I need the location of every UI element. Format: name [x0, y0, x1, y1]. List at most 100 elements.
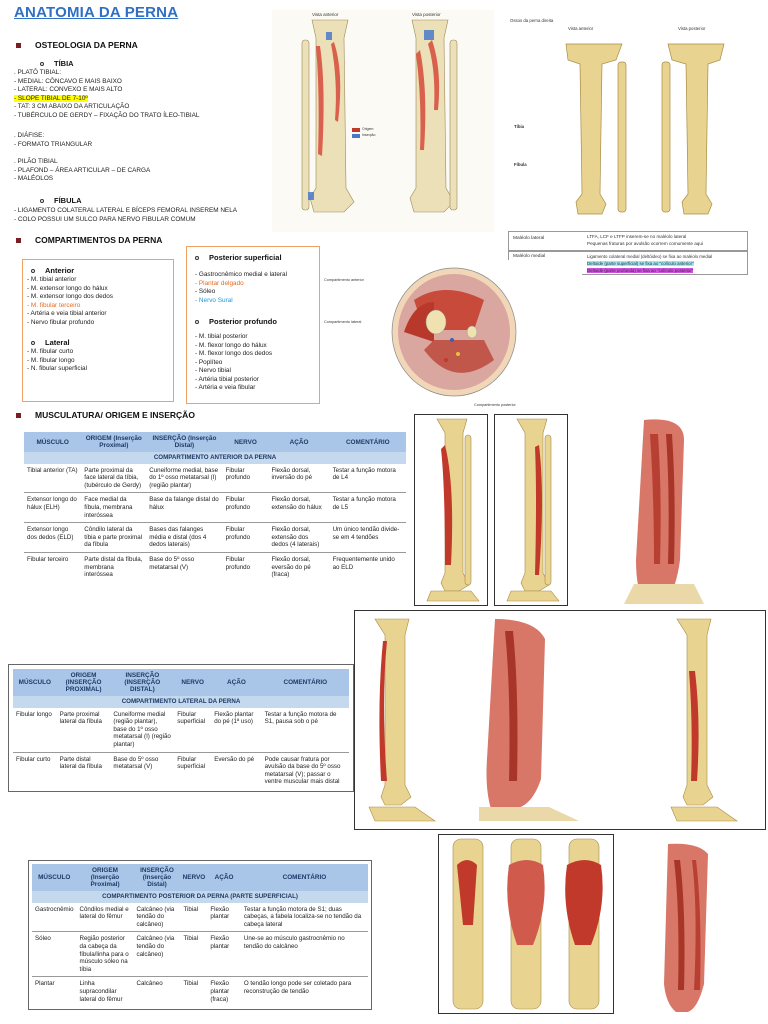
table-row: Fibular longo Parte proximal lateral da …	[13, 707, 349, 753]
post-deep-label: Posterior profundo	[209, 317, 277, 326]
bones-figure: Ossos da perna direita Vista anterior Vi…	[508, 14, 758, 232]
table-row: Fibular curto Parte distal lateral da fí…	[13, 752, 349, 789]
anterior-item: - M. fibular terceiro	[27, 301, 81, 309]
tibia-label: TÍBIA	[54, 59, 74, 68]
plato-item: - MEDIAL: CÔNCAVO E MAIS BAIXO	[14, 77, 122, 85]
bones-illustration	[565, 43, 725, 215]
fibula-label: FÍBULA	[54, 196, 82, 205]
plato-item: - TAT: 3 CM ABAIXO DA ARTICULAÇÃO	[14, 103, 130, 110]
table-band: COMPARTIMENTO ANTERIOR DA PERNA	[24, 452, 406, 464]
anterior-lateral-box: Anterior - M. tibial anterior - M. exten…	[22, 259, 174, 402]
cell: Tibial	[183, 980, 199, 988]
post-sup-list: - Gastrocnêmico medial e lateral - Plant…	[195, 271, 287, 305]
col-header: INSERÇÃO (Inserção Distal)	[133, 864, 181, 891]
lateral-table: MÚSCULO ORIGEM (INSERÇÃO PROXIMAL) INSER…	[13, 669, 349, 789]
cell: Fibular profundo	[225, 555, 251, 571]
anterior-muscle-figure-2	[494, 414, 568, 606]
table-row: Plantar Linha supracondilar lateral do f…	[32, 977, 368, 1006]
cell: Cuneiforme medial (região plantar), base…	[110, 707, 175, 753]
post-deep-label-row: Posterior profundo	[195, 317, 277, 326]
cell: Côndilo lateral da tíbia e parte proxima…	[81, 522, 147, 553]
bones-left-label: Vista anterior	[568, 26, 594, 31]
bone-attachment-figure: Vista anterior Vista posterior Origem In…	[272, 10, 494, 232]
cell: Tibial	[180, 931, 208, 978]
cell: Extensor longo dos dedos (ELD)	[24, 522, 82, 553]
table-band: COMPARTIMENTO POSTERIOR DA PERNA (PARTE …	[32, 891, 368, 903]
cell: Flexão plantar	[207, 902, 241, 933]
compartments-heading: COMPARTIMENTOS DA PERNA	[35, 235, 163, 245]
anterior-item: - M. tibial anterior	[27, 276, 77, 283]
fibula-item: - COLO POSSUI UM SULCO PARA NERVO FIBULA…	[14, 215, 196, 223]
cell: Flexão plantar	[207, 931, 241, 978]
cell: Côndilos medial e lateral do fêmur	[76, 902, 134, 933]
cell: Linha supracondilar lateral do fêmur	[79, 980, 123, 1003]
tibia-sub: TÍBIA	[40, 59, 74, 68]
fibula-item: - LIGAMENTO COLATERAL LATERAL E BÍCEPS F…	[14, 207, 238, 214]
cell: Parte proximal lateral da fíbula	[56, 707, 111, 753]
bone-fig-left-label: Vista anterior	[312, 12, 339, 17]
cell: O tendão longo pode ser coletado para re…	[243, 980, 352, 995]
lateral-muscle-figures	[354, 610, 766, 830]
post-deep-item: - Nervo tibial	[195, 367, 231, 374]
col-header: ORIGEM (Inserção Proximal)	[76, 864, 134, 891]
post-deep-item: - Poplíteo	[195, 358, 223, 366]
col-header: NERVO	[222, 432, 269, 452]
tibia-note: Deltoide (parte superficial) se fixa ao …	[587, 261, 694, 266]
fibula-notes-title: Maléolo lateral	[513, 236, 545, 241]
anterior-label: Anterior	[45, 266, 75, 275]
cell: Flexão dorsal, extensão dos dedos (4 lat…	[268, 522, 330, 553]
col-header: MÚSCULO	[13, 669, 57, 696]
col-header: AÇÃO	[211, 669, 262, 696]
col-header: AÇÃO	[268, 432, 330, 452]
col-header: AÇÃO	[207, 864, 241, 891]
cell: Bases das falanges média e distal (dos 4…	[146, 522, 223, 553]
anterior-item: - M. extensor longo dos dedos	[27, 293, 113, 300]
cell: Base do 5º osso metatarsal (V)	[113, 755, 159, 771]
post-deep-item: - Artéria tibial posterior	[195, 375, 259, 383]
anterior-muscle-figure-1	[414, 414, 488, 606]
compartments-section: COMPARTIMENTOS DA PERNA	[16, 235, 162, 245]
cross-post-label: Compartimento posterior	[474, 403, 516, 407]
cell: Fibular superficial	[174, 707, 212, 753]
cell: Une-se ao músculo gastrocnêmio no tendão…	[240, 931, 368, 978]
cell: Flexão dorsal, eversão do pé (fraca)	[271, 555, 311, 579]
legend-insert-swatch	[352, 134, 360, 138]
cell: Base do 5º osso metatarsal (V)	[149, 555, 195, 571]
lateral-item: - N. fibular superficial	[27, 365, 88, 372]
cell: Fibular superficial	[177, 755, 206, 771]
cell: Cuneiforme medial, base do 1º osso metat…	[146, 463, 223, 494]
cell: Testar a função motora de L5	[329, 492, 406, 524]
cell: Calcâneo (via tendão do calcâneo)	[133, 931, 181, 978]
diafise-block: . DIÁFISE: - FORMATO TRIANGULAR	[14, 132, 92, 149]
post-deep-item: - M. tibial posterior	[195, 333, 248, 340]
posterior-box: Posterior superficial - Gastrocnêmico me…	[186, 246, 320, 404]
muscle-heading: MUSCULATURA/ ORIGEM E INSERÇÃO	[35, 410, 195, 420]
diafise-title: . DIÁFISE:	[14, 132, 45, 139]
ring-bullet-icon	[40, 199, 44, 204]
cell: Região posterior da cabeça da fíbula/lin…	[76, 931, 134, 978]
cell: Tibial anterior (TA)	[24, 463, 82, 494]
fibula-note: Pequenas fraturas por avulsão ocorrem co…	[587, 241, 703, 246]
col-header: ORIGEM (INSERÇÃO PROXIMAL)	[56, 669, 111, 696]
osteology-section: OSTEOLOGIA DA PERNA	[16, 40, 138, 50]
cell: Gastrocnêmio	[32, 902, 77, 933]
post-deep-item: - Artéria e veia fibular	[195, 384, 256, 391]
bullet-icon	[16, 413, 21, 419]
bones-right-label: Vista posterior	[678, 26, 706, 31]
table-row: Sóleo Região posterior da cabeça da fíbu…	[32, 931, 368, 978]
col-header: NERVO	[180, 864, 208, 891]
cell: Calcâneo (via tendão do calcâneo)	[133, 902, 181, 933]
cell: Fibular profundo	[222, 522, 269, 553]
col-header: COMENTÁRIO	[261, 669, 349, 696]
post-sup-item: - Plantar delgado	[195, 279, 244, 287]
fibula-sub: FÍBULA	[40, 196, 82, 205]
cell: Flexão dorsal, extensão do hálux	[268, 492, 330, 524]
plato-item-highlight: - SLOPE TIBIAL DE 7-10º	[14, 94, 88, 102]
ring-bullet-icon	[40, 62, 44, 67]
cross-ant-label: Compartimento anterior	[324, 278, 364, 282]
leg-illustration	[368, 618, 738, 822]
anterior-item: - Nervo fibular profundo	[27, 318, 95, 326]
pilao-title: . PILÃO TIBIAL	[14, 158, 58, 165]
lateral-item: - M. fibular curto	[27, 348, 74, 355]
bullet-icon	[16, 43, 21, 49]
